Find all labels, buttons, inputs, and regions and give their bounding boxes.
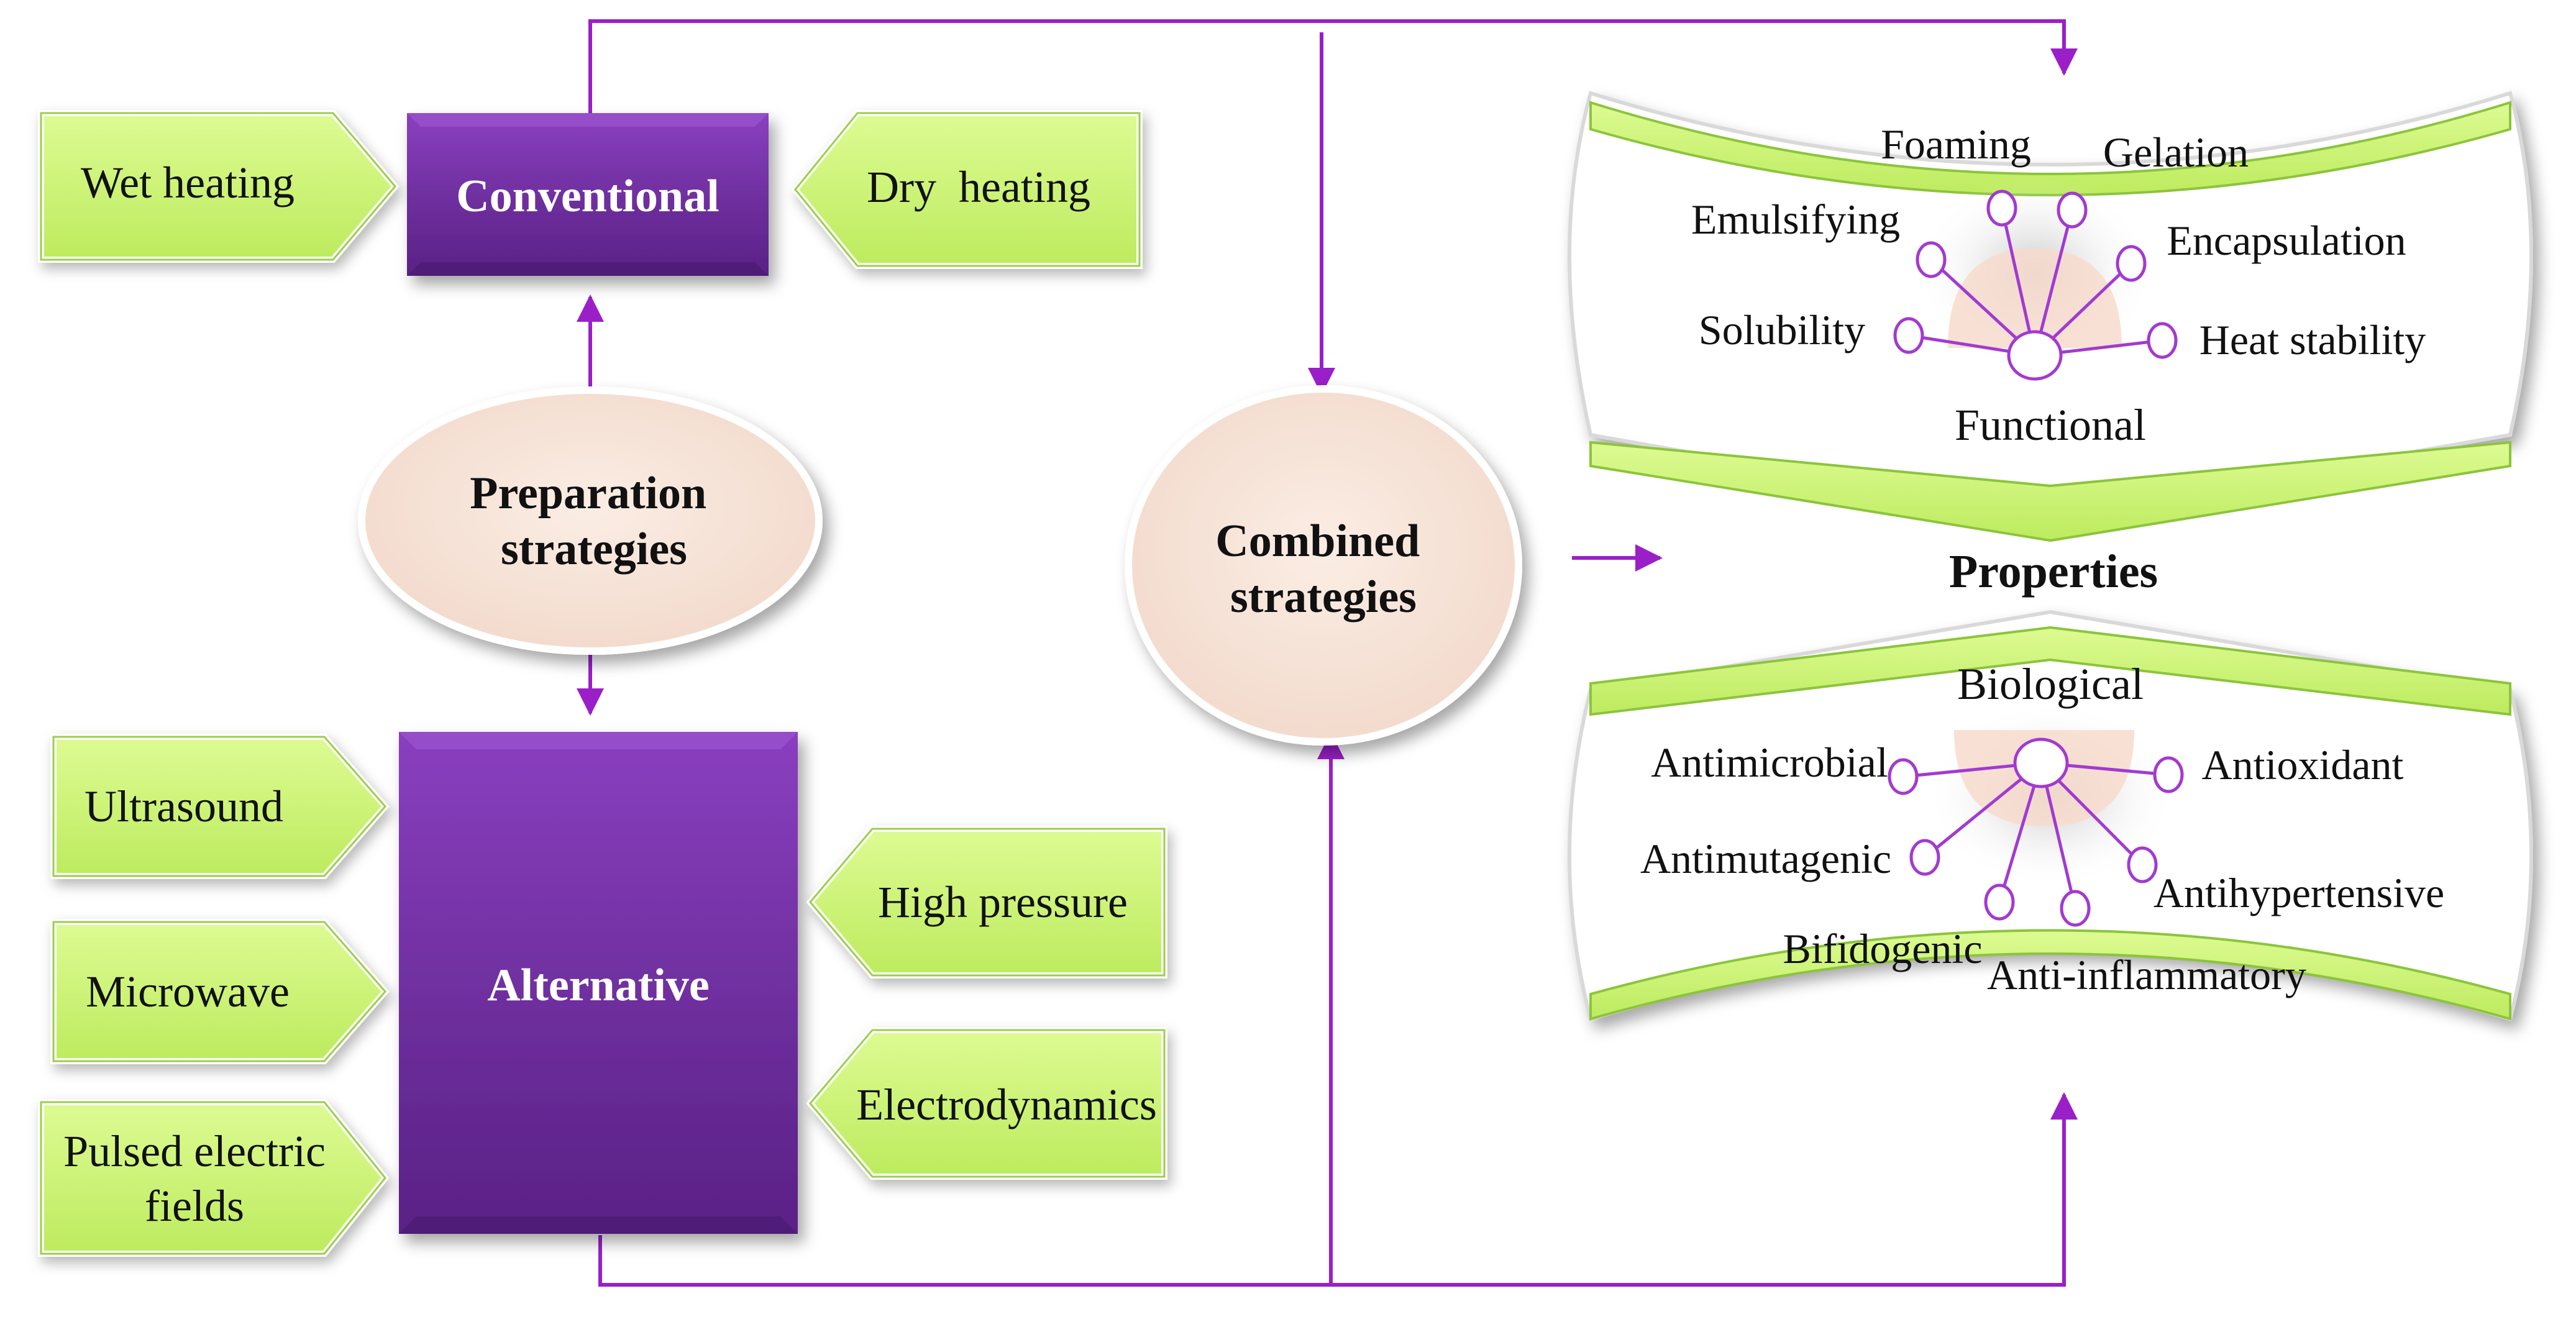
biological-item-antimicrobial: Antimicrobial bbox=[1651, 739, 1888, 786]
high-pressure-label: High pressure bbox=[878, 877, 1128, 927]
biological-bottom-band bbox=[1589, 929, 2511, 1021]
microwave-arrow-box bbox=[50, 919, 390, 1064]
functional-node bbox=[2057, 191, 2088, 229]
wet-heating-label: Wet heating bbox=[81, 158, 295, 208]
biological-item-antihypertensive: Antihypertensive bbox=[2154, 869, 2444, 916]
conventional-label: Conventional bbox=[456, 171, 719, 222]
functional-node bbox=[2116, 245, 2147, 282]
biological-hub bbox=[2013, 737, 2069, 788]
functional-spokes bbox=[1893, 189, 2178, 381]
functional-item-foaming: Foaming bbox=[1881, 121, 2031, 168]
combined-ellipse bbox=[1125, 385, 1522, 746]
dry-heating-label: Dry heating bbox=[867, 162, 1090, 212]
combined-label: Combined strategies bbox=[1215, 516, 1431, 623]
functional-hub-graphic bbox=[1917, 174, 2153, 373]
preparation-line1: Preparation bbox=[470, 468, 706, 519]
functional-bottom-band bbox=[1589, 440, 2511, 542]
conventional-box bbox=[407, 113, 769, 276]
functional-hub bbox=[2007, 330, 2063, 381]
functional-node bbox=[1916, 241, 1947, 278]
biological-item-antimutagenic: Antimutagenic bbox=[1640, 835, 1891, 882]
functional-node bbox=[1986, 189, 2017, 227]
biological-spokes bbox=[1888, 737, 2184, 927]
biological-node bbox=[2127, 846, 2158, 883]
combined-line1: Combined bbox=[1215, 516, 1420, 567]
high-pressure-arrow-box bbox=[806, 826, 1167, 979]
biological-item-anti-inflammatory: Anti-inflammatory bbox=[1987, 951, 2306, 998]
functional-item-emulsifying: Emulsifying bbox=[1691, 196, 1900, 243]
functional-top-band bbox=[1589, 101, 2511, 196]
biological-node bbox=[2060, 890, 2091, 927]
biological-node bbox=[1984, 883, 2015, 921]
functional-node bbox=[1893, 317, 1924, 354]
pulsed-electric-fields-arrow-box bbox=[38, 1099, 390, 1257]
biological-node bbox=[1888, 758, 1919, 795]
pulsed-electric-fields-fo: Pulsed electric fields bbox=[63, 1126, 326, 1231]
biological-top-band bbox=[1589, 626, 2511, 716]
biological-item-antioxidant: Antioxidant bbox=[2202, 741, 2404, 788]
preparation-label: Preparation strategies bbox=[470, 468, 718, 575]
electrodynamics-label: Electrodynamics bbox=[856, 1080, 1157, 1129]
microwave-label: Microwave bbox=[86, 967, 290, 1016]
functional-item-gelation: Gelation bbox=[2103, 129, 2249, 176]
electrodynamics-arrow-box bbox=[806, 1027, 1167, 1180]
ultrasound-arrow-box bbox=[50, 734, 390, 879]
functional-node bbox=[2147, 322, 2178, 359]
functional-item-heat-stability: Heat stability bbox=[2199, 316, 2426, 363]
functional-title: Functional bbox=[1955, 400, 2146, 450]
biological-item-bifidogenic: Bifidogenic bbox=[1783, 925, 1982, 972]
dry-heating-arrow-box bbox=[791, 110, 1143, 269]
alternative-box bbox=[399, 732, 798, 1234]
functional-item-solubility: Solubility bbox=[1699, 306, 1865, 354]
alternative-label: Alternative bbox=[487, 960, 710, 1011]
connector-lines bbox=[577, 19, 2078, 1287]
functional-item-encapsulation: Encapsulation bbox=[2167, 217, 2406, 264]
pulsed-electric-fields-label: Pulsed electric fields bbox=[63, 1126, 326, 1231]
biological-title: Biological bbox=[1957, 659, 2144, 709]
properties-title: Properties bbox=[1949, 545, 2158, 598]
biological-node bbox=[2153, 756, 2184, 793]
ultrasound-label: Ultrasound bbox=[84, 782, 283, 831]
biological-node bbox=[1909, 839, 1940, 876]
preparation-line2: strategies bbox=[501, 524, 687, 575]
combined-line2: strategies bbox=[1230, 572, 1417, 623]
top-loop-line bbox=[588, 19, 2078, 117]
wet-heating-arrow-box bbox=[38, 110, 400, 263]
preparation-ellipse bbox=[358, 386, 823, 655]
